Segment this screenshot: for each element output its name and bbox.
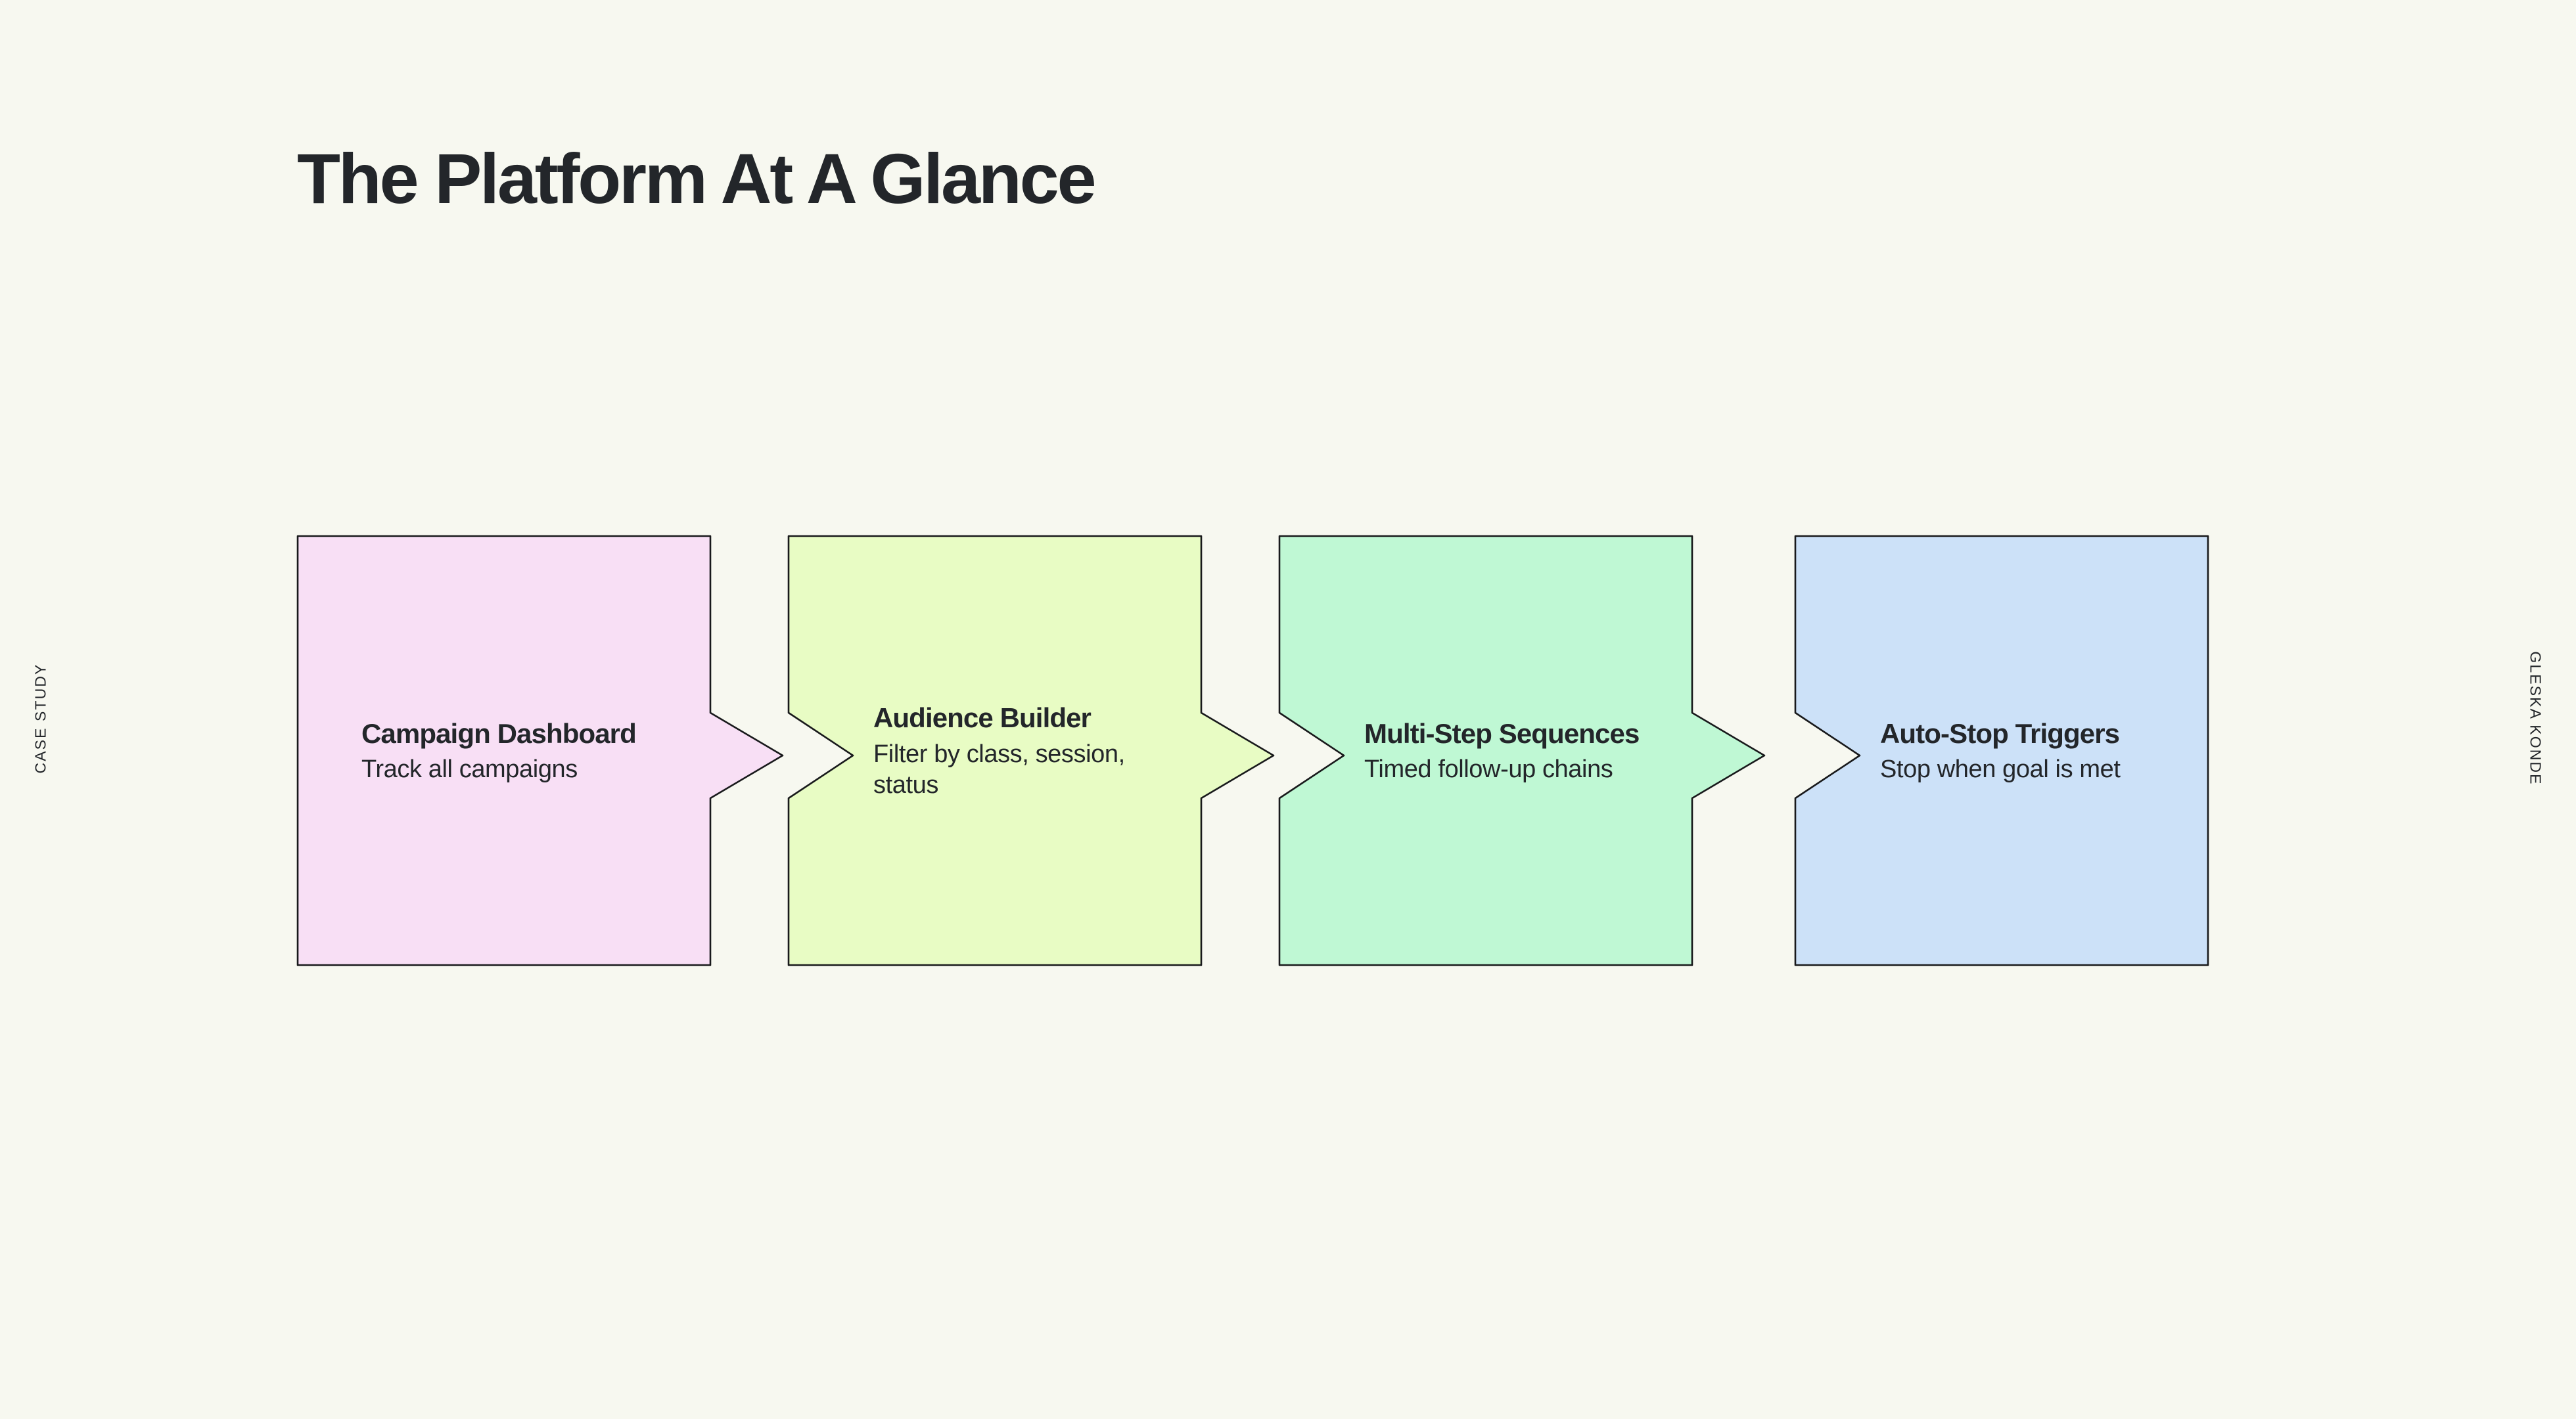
flow-step-title: Audience Builder [873, 702, 1092, 734]
flow-step-title: Campaign Dashboard [361, 718, 637, 750]
flow-step-shape [787, 535, 1275, 966]
flow-step-shape [1278, 535, 1766, 966]
flow-step-description: Filter by class, session, status [873, 740, 1125, 800]
flow-step-title: Auto-Stop Triggers [1880, 718, 2120, 750]
right-rail-label: GLESKA KONDE [2527, 651, 2544, 786]
flow-step-description: Stop when goal is met [1880, 755, 2121, 784]
page-title: The Platform At A Glance [297, 139, 1097, 218]
flow-step-description: Track all campaigns [361, 755, 578, 784]
flow-step-shape [1794, 535, 2209, 966]
flow-step-title: Multi-Step Sequences [1364, 718, 1640, 750]
left-rail-label: CASE STUDY [32, 663, 49, 774]
flow-step-shape [296, 535, 784, 966]
flow-step-description: Timed follow-up chains [1364, 755, 1613, 784]
